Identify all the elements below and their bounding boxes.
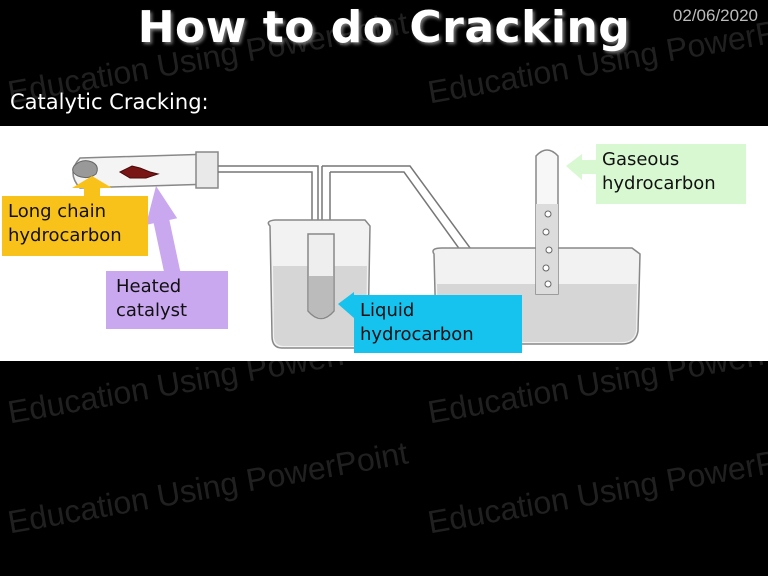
mineral-wool-blob [72,160,98,179]
arrow-long-chain [72,176,112,196]
label-line: catalyst [116,300,188,321]
arrow-catalyst [145,186,181,277]
label-line: Long chain [8,201,107,222]
label-line: hydrocarbon [602,173,716,194]
label-line: Liquid [360,300,415,321]
section-subtitle: Catalytic Cracking: [10,90,209,114]
collection-tube [535,149,559,295]
label-line: hydrocarbon [360,324,474,345]
arrow-gaseous [566,154,600,180]
catalyst-pieces [118,165,160,179]
label-long-chain-hydrocarbon: Long chain hydrocarbon [2,196,148,256]
page-title: How to do Cracking [137,2,631,53]
label-gaseous-hydrocarbon: Gaseous hydrocarbon [596,144,746,204]
watermark-text: Education Using PowerPoint [5,434,411,541]
slide-date: 02/06/2020 [672,6,758,25]
label-line: Heated [116,276,182,297]
watermark-text: Education Using PowerPoint [425,434,768,541]
label-line: Gaseous [602,149,680,170]
label-liquid-hydrocarbon: Liquid hydrocarbon [354,295,522,353]
label-line: hydrocarbon [8,225,122,246]
label-heated-catalyst: Heated catalyst [106,271,228,329]
